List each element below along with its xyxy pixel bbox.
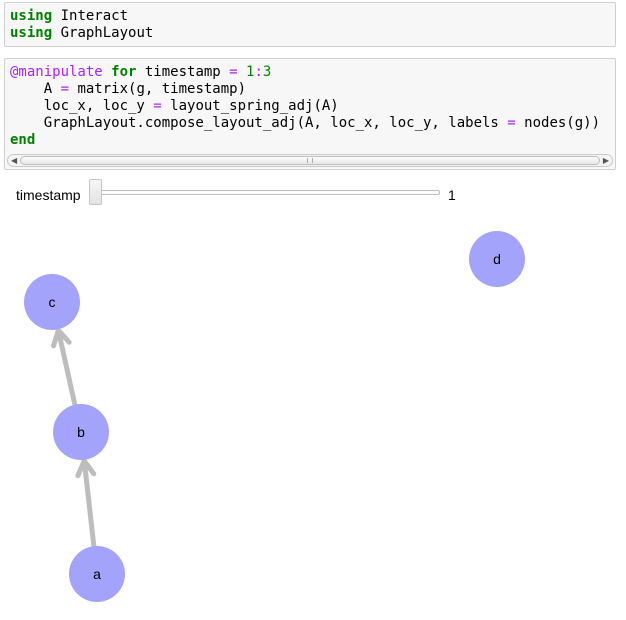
code-token: loc_x, loc_y <box>10 98 154 114</box>
code-token: using <box>10 25 53 41</box>
code-token: : <box>254 64 263 80</box>
code-token: = <box>153 98 162 114</box>
node-b <box>53 404 109 460</box>
slider-label: timestamp <box>16 187 81 203</box>
node-label-c: c <box>49 294 56 310</box>
slider-track[interactable] <box>90 190 440 195</box>
code-line: A = matrix(g, timestamp) <box>10 81 246 97</box>
code-token: @manipulate <box>10 64 103 80</box>
code-cell-manipulate[interactable]: @manipulate for timestamp = 1:3 A = matr… <box>4 58 616 170</box>
code-line: loc_x, loc_y = layout_spring_adj(A) <box>10 98 339 114</box>
graph-plot: a b c d <box>24 231 525 602</box>
edge-arrowhead-a-b <box>75 458 97 479</box>
code-token: = <box>229 64 238 80</box>
code-token: GraphLayout.compose_layout_adj(A, loc_x,… <box>10 115 508 131</box>
scroll-left-arrow-icon[interactable]: ◀ <box>11 156 18 165</box>
code-token <box>238 64 246 80</box>
code-token: layout_spring_adj(A) <box>161 98 339 114</box>
code-token: = <box>507 115 516 131</box>
code-line: GraphLayout.compose_layout_adj(A, loc_x,… <box>10 115 600 131</box>
horizontal-scrollbar[interactable]: ◀ ▶ <box>7 154 613 167</box>
node-label-a: a <box>93 566 101 582</box>
code-line: @manipulate for timestamp = 1:3 <box>10 64 271 80</box>
node-label-d: d <box>493 251 501 267</box>
slider-handle[interactable] <box>89 179 102 205</box>
grip-icon <box>307 158 313 163</box>
scroll-right-arrow-icon[interactable]: ▶ <box>602 156 609 165</box>
code-token: using <box>10 8 53 24</box>
code-token <box>103 64 111 80</box>
code-token: nodes(g)) <box>515 115 601 131</box>
edge-a-b <box>81 458 97 549</box>
node-d <box>469 231 525 287</box>
code-token: 1 <box>246 64 255 80</box>
edge-arrowhead-b-c <box>51 327 72 349</box>
slider-value: 1 <box>448 187 456 203</box>
timestamp-slider-widget: timestamp 1 <box>0 178 626 210</box>
code-line: using Interact <box>10 8 128 24</box>
node-c <box>24 274 80 330</box>
code-token: matrix(g, timestamp) <box>69 81 247 97</box>
edge-b-c <box>55 327 78 408</box>
code-editor-imports[interactable]: using Interact using GraphLayout <box>5 3 615 42</box>
code-cell-imports[interactable]: using Interact using GraphLayout <box>4 2 616 47</box>
code-line: using GraphLayout <box>10 25 153 41</box>
code-token: 3 <box>262 64 272 80</box>
code-line: end <box>10 132 35 148</box>
code-editor-manipulate[interactable]: @manipulate for timestamp = 1:3 A = matr… <box>5 59 615 149</box>
code-token: = <box>60 81 70 97</box>
code-token: end <box>10 132 36 148</box>
code-token: GraphLayout <box>52 25 154 41</box>
code-token: timestamp <box>136 64 230 80</box>
node-label-b: b <box>77 424 85 440</box>
code-token: A <box>10 81 61 97</box>
node-a <box>69 546 125 602</box>
code-token: Interact <box>52 8 129 24</box>
scrollbar-thumb[interactable] <box>20 156 600 165</box>
code-token: for <box>111 64 137 80</box>
